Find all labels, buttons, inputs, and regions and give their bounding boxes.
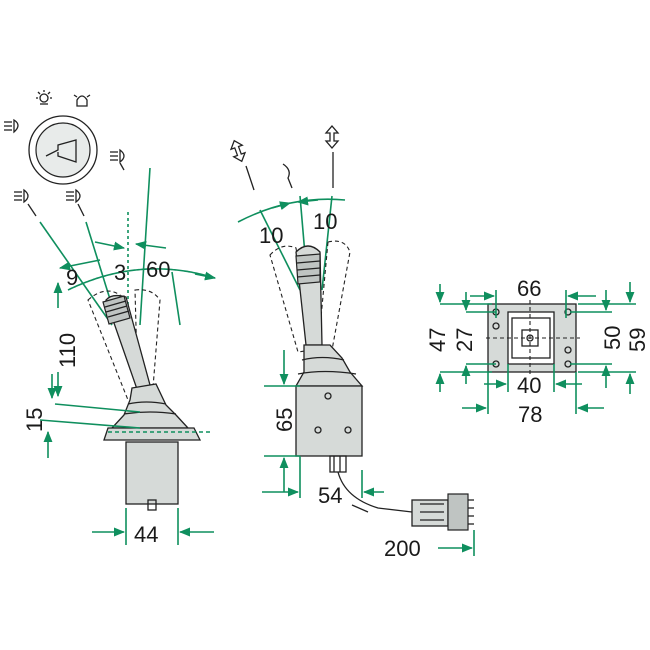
dim-angle-3: 3 [114,260,126,285]
dim-height-27: 27 [452,328,477,352]
dim-width-78: 78 [518,402,542,427]
dim-width-44: 44 [134,522,158,547]
dim-height-65: 65 [272,408,297,432]
dim-height-59: 59 [625,328,650,352]
dim-height-15: 15 [22,408,47,432]
headlight-icon [4,118,19,134]
headlight-icon [14,188,37,217]
arrow-up-down-icon [229,139,255,191]
dim-angle-60: 60 [146,257,170,282]
work-light-icon [66,188,85,217]
dim-angle-10-left: 10 [259,223,283,248]
work-light-icon [36,90,52,105]
dim-width-54: 54 [318,483,342,508]
fog-light-icon [110,148,125,171]
arrow-up-down-icon [324,125,340,188]
mounting-plate: 66 40 78 47 27 50 59 [425,276,650,427]
dim-angle-10-right: 10 [313,209,337,234]
dim-angle-9: 9 [66,265,78,290]
dim-cable-200: 200 [384,536,421,561]
dim-height-47: 47 [425,328,450,352]
beacon-icon [73,94,91,107]
left-joystick: 9 3 60 110 15 44 [4,90,217,547]
dim-width-40: 40 [517,373,541,398]
dim-height-50: 50 [600,326,625,350]
dim-width-66: 66 [517,276,541,301]
horn-icon [28,115,98,185]
dim-length-110: 110 [55,333,80,368]
middle-joystick: 10 10 65 54 200 [229,125,475,561]
